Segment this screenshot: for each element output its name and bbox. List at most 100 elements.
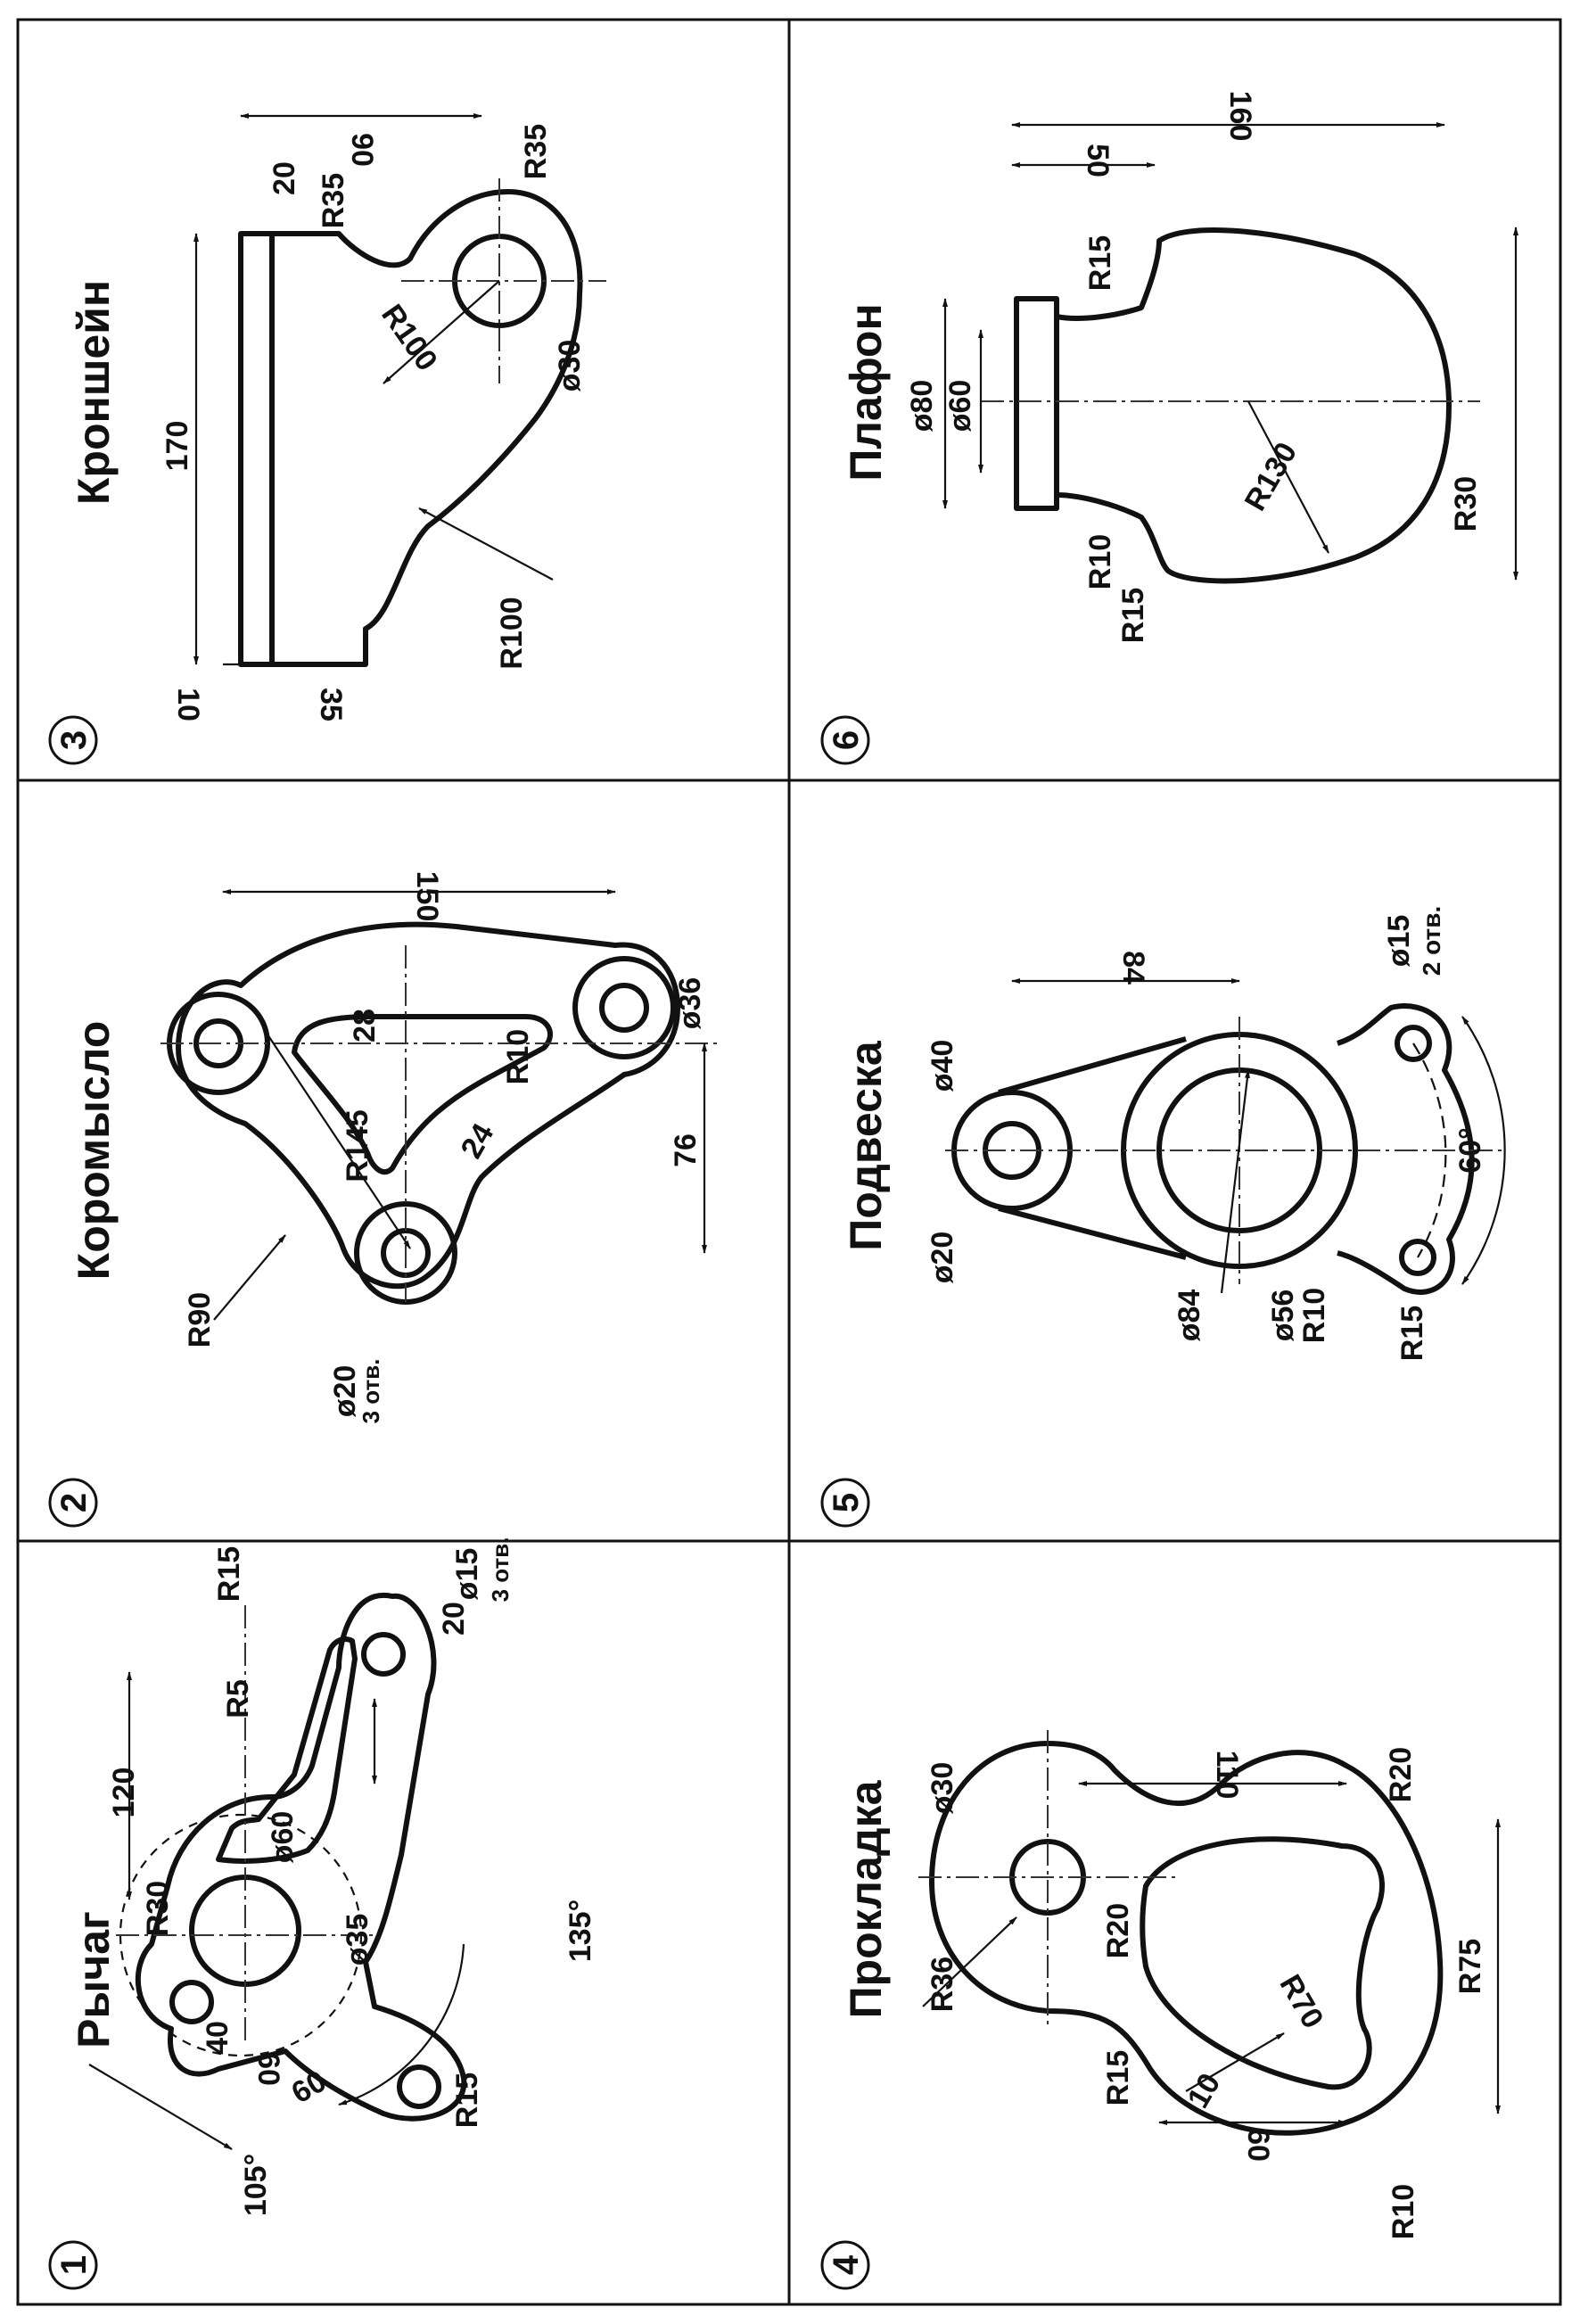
dim-label: R15 xyxy=(1395,1306,1429,1361)
dim-label: R10 xyxy=(1083,534,1117,589)
panel-number-badge: 6 xyxy=(820,715,870,765)
panel-number: 2 xyxy=(54,1493,94,1512)
panel-number-badge: 4 xyxy=(820,2240,870,2290)
part-drawing xyxy=(945,1003,1507,1295)
dim-label: ø20 xyxy=(328,1365,362,1418)
dim-label: R15 xyxy=(1101,2050,1135,2106)
panel-6: 6 Плафон ø80 ø60 R10 R15 R15 50 160 R130… xyxy=(820,91,1518,765)
panel-title: Кроншейн xyxy=(69,280,119,505)
dim-label: ø30 xyxy=(553,340,587,392)
dim-label: R145 xyxy=(341,1109,374,1182)
dim-label: ø15 xyxy=(1382,915,1416,968)
panel-number: 5 xyxy=(827,1493,866,1512)
panel-number: 1 xyxy=(54,2255,94,2275)
dim-label: 20 xyxy=(437,1602,471,1636)
dim-label: R10 xyxy=(501,1029,535,1084)
dim-label: 135° xyxy=(564,1900,597,1962)
dim-label: R10 xyxy=(1387,2184,1420,2239)
panel-number: 4 xyxy=(827,2254,866,2275)
panel-number: 3 xyxy=(54,730,94,750)
dim-label: 60 xyxy=(1241,2128,1275,2162)
dim-label: 105° xyxy=(239,2154,273,2216)
dim-label: 3 отв. xyxy=(358,1359,384,1424)
sheet-frame xyxy=(16,18,1562,2306)
dimensions: ø80 ø60 R10 R15 R15 50 160 R130 R30 xyxy=(905,91,1518,643)
dim-label: ø35 xyxy=(341,1914,374,1966)
panel-title: Подвеска xyxy=(841,1040,891,1251)
dimensions: R90 ø20 3 отв. R145 28 24 R10 ø36 150 76 xyxy=(183,871,707,1424)
dim-label: R15 xyxy=(1083,235,1117,291)
dim-label: 110 xyxy=(1210,1751,1244,1800)
dim-label: R15 xyxy=(212,1546,246,1602)
dim-label: 76 xyxy=(669,1133,703,1167)
dimensions: ø20 ø40 84 ø84 ø56 R10 R15 60° ø15 2 отв… xyxy=(926,906,1506,1361)
dim-label: R30 xyxy=(141,1881,175,1936)
dim-label: ø60 xyxy=(943,380,977,433)
dim-label: R15 xyxy=(450,2073,484,2128)
dim-label: 28 xyxy=(348,1009,382,1043)
dim-label: ø56 xyxy=(1266,1290,1300,1342)
panel-title: Прокладка xyxy=(841,1779,891,2018)
dim-label: R35 xyxy=(519,124,553,179)
dim-label: ø36 xyxy=(673,977,707,1030)
panel-number-badge: 2 xyxy=(48,1478,98,1528)
dim-label: R90 xyxy=(183,1292,217,1347)
panel-number-badge: 3 xyxy=(48,715,98,765)
dim-label: ø80 xyxy=(905,380,939,433)
dimensions: 170 10 35 20 R35 R35 90 R100 R100 ø30 xyxy=(160,113,587,721)
dim-label: ø15 xyxy=(450,1548,484,1601)
panel-number-badge: 1 xyxy=(48,2240,98,2290)
dim-label: ø20 xyxy=(926,1232,959,1284)
panel-5: 5 Подвеска ø20 ø40 84 ø84 ø56 R10 xyxy=(820,906,1507,1528)
panel-2: 2 Коромысло R90 ø20 3 отв. R145 28 24 xyxy=(48,871,722,1528)
dim-label: ø84 xyxy=(1173,1290,1206,1342)
dim-label: 90 xyxy=(345,133,379,167)
dimensions: R36 ø30 R20 R15 110 R20 R70 R75 10 60 R1… xyxy=(922,1747,1501,2239)
dim-label: 24 xyxy=(455,1118,501,1165)
dim-label: 60 xyxy=(251,2052,285,2086)
panel-1: 1 Рычаг 120 R5 R15 R15 R30 ø15 3 отв. xyxy=(48,1537,597,2290)
dim-label: 160 xyxy=(1223,91,1257,142)
dim-label: 60 xyxy=(286,2064,333,2111)
dim-label: 60° xyxy=(1453,1127,1487,1173)
dimensions: 120 R5 R15 R15 R30 ø15 3 отв. ø60 ø35 20… xyxy=(88,1537,597,2216)
part-drawing xyxy=(116,1592,467,2122)
dim-label: R20 xyxy=(1384,1747,1418,1802)
dim-label: R30 xyxy=(1449,476,1483,532)
dim-label: 20 xyxy=(267,161,301,195)
dim-label: 170 xyxy=(160,421,194,472)
dim-label: R75 xyxy=(1453,1939,1487,1994)
dim-label: 50 xyxy=(1081,144,1115,177)
dim-label: R100 xyxy=(374,299,444,377)
dim-label: R70 xyxy=(1272,1969,1329,2034)
dim-label: 10 xyxy=(171,688,205,721)
dim-label: ø30 xyxy=(926,1762,959,1815)
dim-label: R100 xyxy=(495,597,529,669)
dim-label: R5 xyxy=(221,1679,255,1718)
part-drawing xyxy=(981,227,1480,584)
dim-label: 40 xyxy=(201,2021,235,2055)
panel-title: Рычаг xyxy=(69,1911,119,2048)
panel-title: Плафон xyxy=(841,303,891,481)
part-drawing xyxy=(238,178,606,667)
dim-label: 120 xyxy=(107,1768,141,1818)
panel-number-badge: 5 xyxy=(820,1478,870,1528)
dim-label: R15 xyxy=(1116,588,1150,643)
dim-label: R20 xyxy=(1101,1903,1135,1958)
dim-label: 2 отв. xyxy=(1418,906,1445,976)
dim-label: R130 xyxy=(1238,437,1304,516)
dim-label: ø40 xyxy=(926,1040,959,1092)
dim-label: 3 отв. xyxy=(487,1537,514,1603)
dim-label: 150 xyxy=(410,871,444,922)
panel-4: 4 Прокладка R36 ø30 R20 R15 110 R20 R70 … xyxy=(820,1730,1501,2290)
dim-label: 84 xyxy=(1116,951,1150,985)
panel-number: 6 xyxy=(827,730,866,750)
panel-3: 3 Кроншейн 170 10 35 20 R35 R35 90 R100 … xyxy=(48,113,606,765)
dim-label: ø60 xyxy=(266,1811,300,1864)
dim-label: 35 xyxy=(314,688,348,721)
dim-label: R35 xyxy=(317,173,350,228)
part-drawing xyxy=(160,921,722,1305)
dim-label: R36 xyxy=(926,1957,959,2012)
dim-label: R10 xyxy=(1297,1288,1331,1343)
